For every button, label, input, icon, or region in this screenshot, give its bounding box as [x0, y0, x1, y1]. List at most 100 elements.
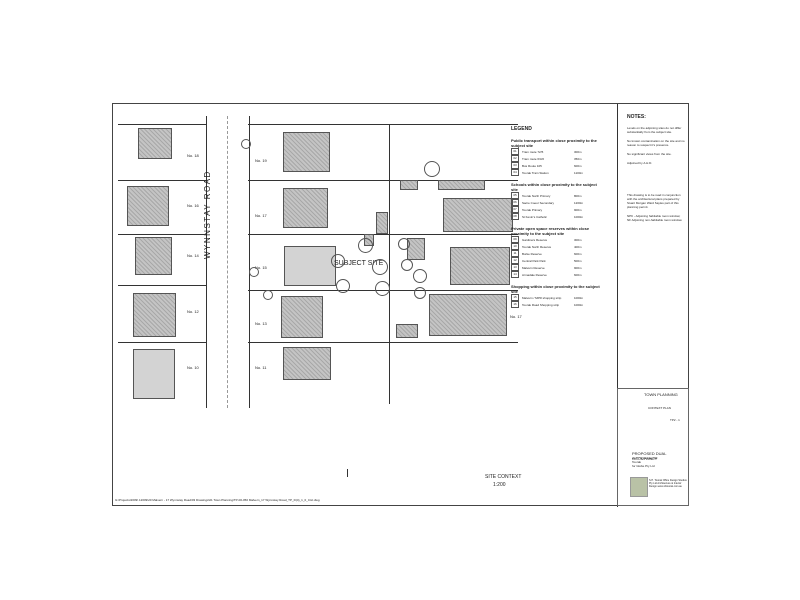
- lot-label: No. 16: [187, 203, 199, 208]
- file-path: G:\Projects\2009\ 12009\20 Malvern - 17 …: [115, 498, 320, 502]
- legend-item-number: 11: [511, 250, 519, 257]
- project-client: for Globe Pty Ltd: [632, 464, 655, 468]
- notes-list: Levels on the adjoining sites do not dif…: [627, 126, 685, 222]
- legend-item-distance: 1000m: [574, 214, 584, 219]
- lot-boundary: [248, 124, 518, 125]
- legend-item-number: 10: [511, 243, 519, 250]
- legend-item-number: 09: [511, 236, 519, 243]
- wynnstay-road: [206, 116, 250, 408]
- lot-boundary: [118, 285, 206, 286]
- subject-site-label: SUBJECT SITE: [334, 260, 384, 267]
- legend: LEGEND Public transport within close pro…: [511, 126, 611, 308]
- rear-lot-building: [407, 238, 425, 260]
- legend-item-name: Tram route 72/5: [522, 149, 544, 154]
- site-context-title: SITE CONTEXT: [485, 474, 522, 480]
- tree-canopy: [372, 259, 388, 275]
- legend-item-distance: 400m: [574, 244, 582, 249]
- legend-item-name: Toorak Train Station: [522, 170, 549, 175]
- rear-lot-building: [443, 198, 513, 232]
- lot-label: No. 17: [255, 213, 267, 218]
- legend-item-number: 02: [511, 155, 519, 162]
- stage-label: TOWN PLANNING: [644, 392, 678, 397]
- project-title: PROPOSED DUAL OCCUPANCY: [632, 451, 667, 461]
- legend-item-name: Toorak Road Shopping strip: [522, 302, 560, 307]
- firm-logo: [630, 477, 648, 497]
- legend-item-number: 13: [511, 264, 519, 271]
- subject-site-building: [284, 246, 336, 286]
- tree-canopy: [331, 254, 345, 268]
- lot-label: No. 11: [255, 365, 267, 370]
- tree-canopy: [249, 267, 259, 277]
- rear-lot-building: [438, 180, 485, 190]
- rear-lot-building: [396, 324, 418, 338]
- road-name: WYNNSTAY ROAD: [203, 170, 212, 259]
- tree-canopy: [414, 287, 426, 299]
- legend-item-number: 04: [511, 169, 519, 176]
- tree-canopy: [424, 161, 440, 177]
- notes-heading: NOTES:: [627, 114, 646, 120]
- legend-section-title: Shopping within close proximity to the s…: [511, 284, 600, 294]
- legend-item-distance: 900m: [574, 207, 582, 212]
- tree-canopy: [263, 290, 273, 300]
- legend-item-name: Central Park Park: [522, 258, 546, 263]
- legend-section-title: Public transport within close proximity …: [511, 138, 597, 148]
- lot-label: No. 10: [187, 365, 199, 370]
- legend-item-number: 03: [511, 162, 519, 169]
- section-marker: [347, 469, 348, 477]
- legend-item-distance: 350m: [574, 156, 582, 161]
- lot-boundary: [118, 342, 206, 343]
- firm-note: S.H. Toorak Office Design Studios Pty Lt…: [649, 479, 687, 488]
- building-no-10: [133, 349, 175, 399]
- building-no-19: [283, 132, 330, 172]
- rear-lot-building: [400, 180, 418, 190]
- project-suburb: Toorak: [632, 460, 642, 464]
- legend-item-number: 12: [511, 257, 519, 264]
- legend-item-number: 08: [511, 213, 519, 220]
- legend-item-distance: 1200m: [574, 200, 584, 205]
- lot-label: No. 14: [187, 253, 199, 258]
- legend-item-distance: 1000m: [574, 302, 584, 307]
- drawing-number: TP2 - 1: [670, 418, 680, 422]
- note-paragraph: Levels on the adjoining sites do not dif…: [627, 126, 682, 134]
- legend-item-number: 01: [511, 148, 519, 155]
- building-no-16: [127, 186, 169, 226]
- lot-label: No. 12: [187, 309, 199, 314]
- sheet-name: CONTEXT PLAN: [648, 406, 671, 410]
- lot-boundary: [248, 342, 518, 343]
- lot-label: No. 13: [255, 321, 267, 326]
- building-no-18: [138, 128, 172, 159]
- rear-lot-building: [450, 247, 510, 285]
- legend-item-name: Tram route 6/3/2: [522, 156, 545, 161]
- lot-boundary: [248, 234, 518, 235]
- project-address: at 17 Wynnstay Rd: [632, 456, 658, 460]
- legend-sections: Public transport within close proximity …: [511, 138, 611, 308]
- legend-item-number: 05: [511, 192, 519, 199]
- legend-item-distance: 900m: [574, 265, 582, 270]
- tree-canopy: [336, 279, 350, 293]
- note-paragraph: Adjoined by A.H.D.: [627, 161, 653, 165]
- legend-item-number: 16: [511, 301, 519, 308]
- legend-item-distance: 1100m: [574, 170, 583, 175]
- lot-label: No. 17: [510, 314, 522, 319]
- tree-canopy: [375, 281, 390, 296]
- legend-item-name: Bus Route 105: [522, 163, 542, 168]
- legend-section-title: Schools within close proximity to the su…: [511, 182, 597, 192]
- legend-item-distance: 600m: [574, 251, 582, 256]
- legend-item-distance: 300m: [574, 149, 582, 154]
- note-paragraph: NPK - Adjoining habitable room window; N…: [627, 214, 683, 222]
- building-no-12: [133, 293, 176, 337]
- rear-boundary: [389, 124, 390, 404]
- title-block: TOWN PLANNING CONTEXT PLAN TP2 - 1 PROPO…: [617, 388, 689, 506]
- tree-canopy: [398, 238, 410, 250]
- note-paragraph: This drawing is to be read in conjunctio…: [627, 193, 681, 209]
